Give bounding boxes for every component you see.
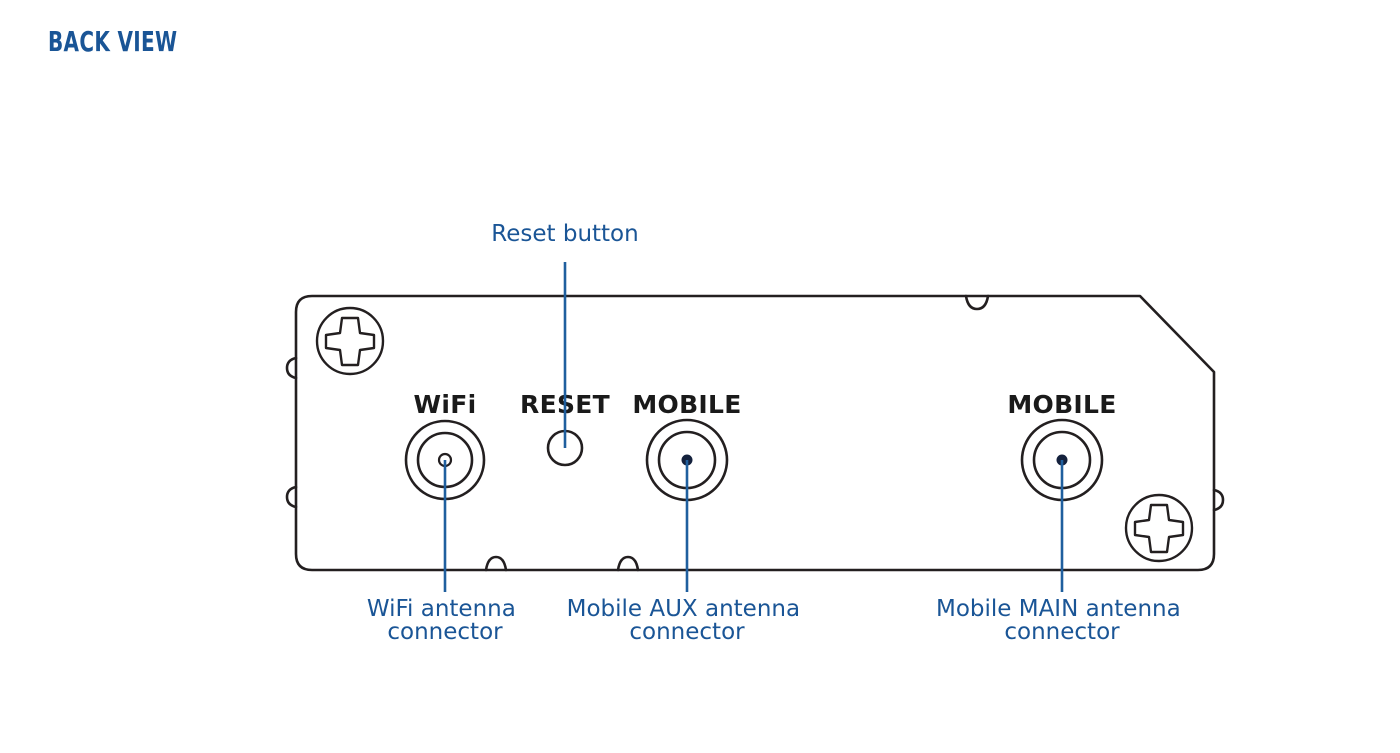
bottom-edge-notch-right: [616, 555, 640, 572]
callout-mobile-main-line-2: connector: [1004, 619, 1120, 645]
callout-mobile-main-line-1: Mobile MAIN antenna: [936, 596, 1181, 622]
callout-wifi-antenna-line-1: WiFi antenna: [367, 596, 516, 622]
left-edge-tab-upper: [285, 356, 298, 380]
left-edge-tab-lower: [285, 485, 298, 509]
silkscreen-label-mobile-main: MOBILE: [1007, 390, 1116, 419]
screw-bottom-right: [1124, 493, 1194, 563]
callout-wifi-antenna-connector: WiFi antenna connector: [367, 596, 523, 645]
callout-wifi-antenna-line-2: connector: [387, 619, 503, 645]
callout-mobile-aux-line-1: Mobile AUX antenna: [567, 596, 800, 622]
page-title: BACK VIEW: [48, 25, 177, 58]
device-outline: [294, 294, 1216, 572]
callout-mobile-aux-antenna-connector: Mobile AUX antenna connector: [567, 596, 808, 645]
device-enclosure: [285, 294, 1225, 572]
callout-reset-button-line-1: Reset button: [491, 221, 638, 247]
callout-mobile-main-antenna-connector: Mobile MAIN antenna connector: [936, 596, 1188, 645]
callout-mobile-aux-line-2: connector: [629, 619, 745, 645]
bottom-edge-notch-left: [484, 555, 508, 572]
silkscreen-label-wifi: WiFi: [414, 390, 477, 419]
callout-reset-button: Reset button: [491, 221, 638, 247]
silkscreen-label-mobile-aux: MOBILE: [632, 390, 741, 419]
screw-top-left: [315, 306, 385, 376]
right-edge-tab: [1212, 488, 1225, 512]
phillips-cross-icon: [1133, 503, 1185, 554]
top-edge-notch: [964, 294, 990, 311]
phillips-cross-icon: [324, 316, 376, 367]
